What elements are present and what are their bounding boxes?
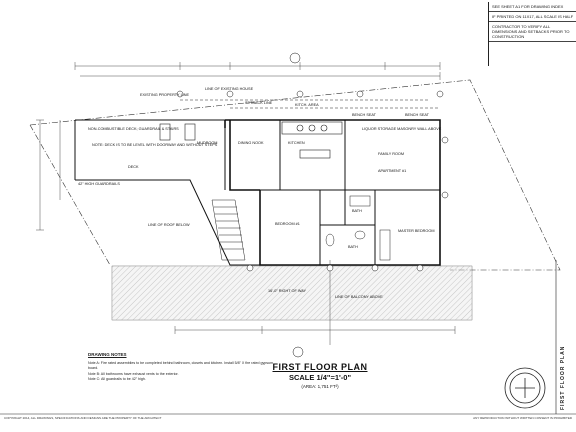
exterior-walls xyxy=(224,119,441,266)
note-contractor-verify: CONTRACTOR TO VERIFY ALL DIMENSIONS AND … xyxy=(489,22,576,42)
copyright-left: COPYRIGHT 2014, ALL DRAWINGS, SPECIFICAT… xyxy=(4,416,162,420)
label-existing-property-line: EXISTING PROPERTY LINE xyxy=(140,93,189,97)
plan-labels: EXISTING PROPERTY LINE LINE OF EXISTING … xyxy=(78,87,442,299)
label-liquor-wall: LIQUOR STORAGE MASONRY WALL ABOVE xyxy=(362,127,442,131)
note-drawing-index: SEE SHEET A1 FOR DRAWING INDEX xyxy=(489,2,576,12)
label-deck: DECK xyxy=(128,165,139,169)
label-note-deck: NOTE: DECK IS TO BE LEVEL WITH DOORWAY A… xyxy=(92,143,218,147)
label-family-room: FAMILY ROOM xyxy=(378,152,404,156)
copyright-strip: COPYRIGHT 2014, ALL DRAWINGS, SPECIFICAT… xyxy=(0,416,576,432)
label-apartment: APARTMENT #1 xyxy=(378,169,406,173)
kitchen-counters xyxy=(159,121,343,159)
label-guardrails: 42" HIGH GUARDRAILS xyxy=(78,182,120,186)
label-kitchen: KITCHEN xyxy=(288,141,305,145)
bath-fixtures xyxy=(325,195,391,261)
drawing-scale: SCALE 1/4"=1'-0" xyxy=(288,373,352,382)
label-bench-seat-1: BENCH SEAT xyxy=(352,113,377,117)
label-bath-2: BATH xyxy=(348,245,358,249)
drawing-notes: DRAWING NOTES Note A: Fire rated assembl… xyxy=(88,352,278,383)
label-line-of-balcony-above: LINE OF BALCONY ABOVE xyxy=(335,295,383,299)
drawing-title: FIRST FLOOR PLAN xyxy=(272,362,368,372)
top-dimensions xyxy=(74,62,441,80)
label-bath-1: BATH xyxy=(352,209,362,213)
label-master-bedroom: MASTER BEDROOM xyxy=(398,229,435,233)
drawing-title-block: FIRST FLOOR PLAN SCALE 1/4"=1'-0" (AREA:… xyxy=(250,362,390,389)
label-non-combustible-deck: NON-COMBUSTIBLE DECK; GUARDRAIL & STAIRS xyxy=(88,127,179,131)
copyright-right: ANY REPRODUCTION WITHOUT WRITTEN CONSENT… xyxy=(473,416,572,420)
right-of-way-hatch xyxy=(111,265,473,321)
stairs xyxy=(211,199,246,261)
left-dimensions xyxy=(36,119,61,231)
deck-outline xyxy=(74,119,260,266)
grid-markers xyxy=(176,52,449,358)
drawing-note-b: Note B: All bathrooms have exhaust vents… xyxy=(88,371,179,376)
label-setback-line: SETBACK LINE xyxy=(245,101,273,105)
drawing-note-a: Note A: Fire rated assemblies to be comp… xyxy=(88,360,274,371)
drawing-note-c: Note C: All guardrails to be 42" high. xyxy=(88,377,146,381)
general-notes-box: SEE SHEET A1 FOR DRAWING INDEX IF PRINTE… xyxy=(488,2,576,66)
label-right-of-way: 16'-0" RIGHT OF WAY xyxy=(268,289,307,293)
bottom-dimensions xyxy=(174,260,456,345)
drawing-area: (AREA: 1,751 FT²) xyxy=(301,384,339,389)
label-line-of-existing-house: LINE OF EXISTING HOUSE xyxy=(205,87,254,91)
label-mudroom: MUDROOM xyxy=(197,141,217,145)
label-line-of-roof-below: LINE OF ROOF BELOW xyxy=(148,223,190,227)
label-kitch-area: KITCH. AREA xyxy=(295,103,319,107)
property-line xyxy=(29,79,561,271)
sheet-vertical-title: FIRST FLOOR PLAN xyxy=(560,345,566,410)
existing-house-line xyxy=(180,99,440,109)
interior-walls xyxy=(260,120,440,265)
label-bench-seat-2: BENCH SEAT xyxy=(405,113,430,117)
right-of-way-band xyxy=(112,266,472,320)
engineer-seal xyxy=(504,367,546,409)
drawing-notes-header: DRAWING NOTES xyxy=(88,352,127,357)
label-dining-nook: DINING NOOK xyxy=(238,141,264,145)
note-print-scale: IF PRINTED ON 11X17, ALL SCALE IS HALF xyxy=(489,12,576,22)
label-bedroom: BEDROOM #1 xyxy=(275,222,300,226)
